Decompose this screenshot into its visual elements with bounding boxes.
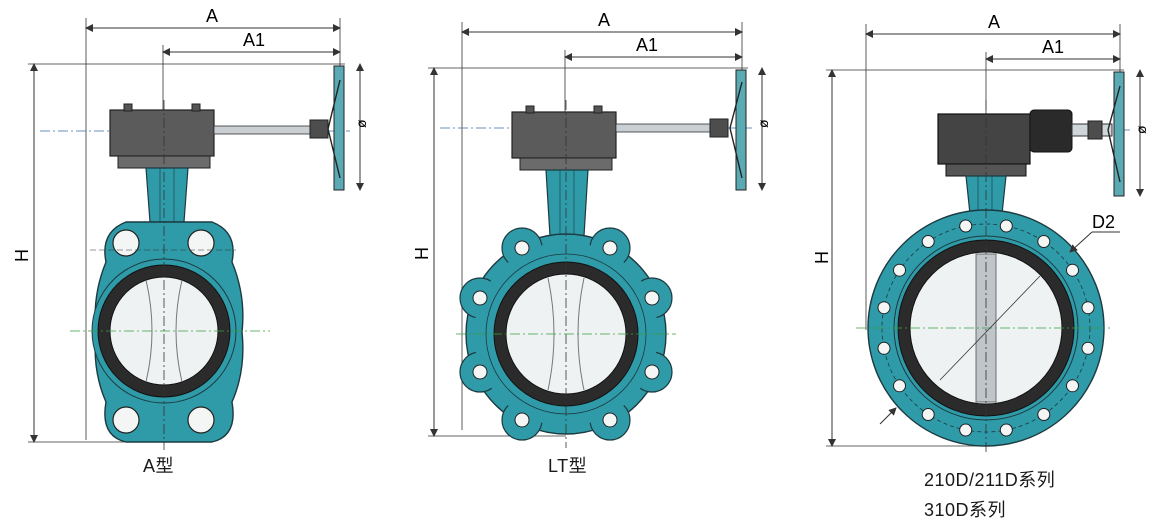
bolt-hole <box>959 219 973 233</box>
dim-dia-label-v2: ø <box>755 119 771 128</box>
bolt-hole <box>921 235 935 248</box>
gearbox-v3 <box>937 113 1031 165</box>
bolt-hole <box>1081 301 1095 315</box>
gearbox-v1 <box>109 109 215 157</box>
caption-lt-type: LT型 <box>548 456 588 476</box>
valve-lt-type: A A1 H ø <box>412 10 771 448</box>
bolt-hole <box>921 408 935 421</box>
dim-a1-label-v3: A1 <box>1042 37 1064 57</box>
dim-a-label-v2: A <box>598 10 610 30</box>
caption-a-type: A型 <box>143 456 175 476</box>
dim-a-label-v3: A <box>988 12 1000 32</box>
valve-flanged-type: A A1 H ø D2 <box>812 12 1149 452</box>
dim-h-label-v3: H <box>812 251 832 264</box>
dim-d2-label: D2 <box>1092 212 1115 232</box>
bolt-hole <box>999 219 1013 233</box>
caption-flange-series-2: 310D系列 <box>924 500 1007 520</box>
bolt-hole <box>893 379 906 393</box>
bolt-hole <box>877 301 891 315</box>
dim-dia-label-v3: ø <box>1133 125 1149 134</box>
actuator-motor-v3 <box>1029 109 1073 153</box>
bolt-hole <box>959 423 973 437</box>
bolt-hole <box>1066 379 1079 393</box>
caption-flange-series-1: 210D/211D系列 <box>924 470 1056 490</box>
dim-h-label-v2: H <box>412 247 432 260</box>
bolt-hole <box>1066 263 1079 277</box>
bolt-hole <box>1081 341 1095 355</box>
dim-a1-label-v2: A1 <box>636 35 658 55</box>
dim-dia-label-v1: ø <box>353 119 369 128</box>
valve-a-type: A A1 H ø <box>12 6 369 450</box>
dim-h-label-v1: H <box>12 249 32 262</box>
dim-a-label-v1: A <box>206 6 218 26</box>
bolt-hole <box>999 423 1013 437</box>
bolt-hole <box>893 263 906 277</box>
gearbox-v2 <box>511 111 617 159</box>
dim-a1-label-v1: A1 <box>243 30 265 50</box>
handwheel-v2 <box>735 69 747 191</box>
bolt-hole <box>1037 235 1051 248</box>
bolt-hole <box>1037 408 1051 421</box>
bolt-hole <box>877 341 891 355</box>
